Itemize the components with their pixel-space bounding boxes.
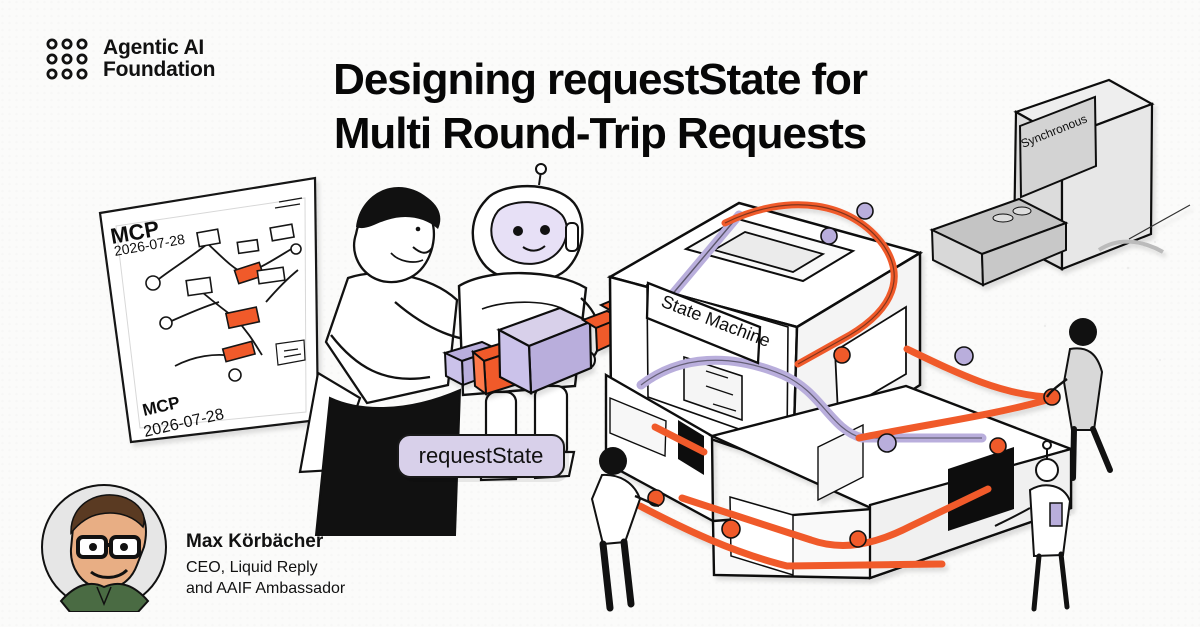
speaker-role-line-2: and AAIF Ambassador — [186, 580, 346, 597]
synchronous-machine: Synchronous — [929, 78, 1191, 287]
brand-name: Agentic AI Foundation — [103, 36, 216, 81]
request-state-pill: requestState — [397, 434, 565, 478]
headline-line-2: Multi Round-Trip Requests — [333, 109, 867, 159]
brand-name-line-1: Agentic AI — [103, 36, 205, 59]
headline: Designing requestState for Multi Round-T… — [250, 53, 950, 161]
speaker-avatar — [41, 484, 167, 612]
engineer-figure — [298, 187, 505, 536]
small-robot-figure — [994, 440, 1072, 612]
brand-name-line-2: Foundation — [103, 58, 216, 81]
right-human-figure — [1045, 318, 1113, 481]
map-nodes — [145, 223, 302, 382]
speaker-role-line-1: CEO, Liquid Reply — [186, 559, 318, 576]
six-dot-logo-icon — [46, 38, 88, 80]
speaker-name: Max Körbächer — [186, 531, 324, 552]
headline-line-1: Designing requestState for — [333, 55, 868, 105]
map-notes — [274, 197, 306, 366]
speaker-info: Max Körbächer CEO, Liquid Reply and AAIF… — [186, 531, 345, 599]
left-human-figure — [590, 447, 660, 612]
brand-logo: Agentic AI Foundation — [45, 36, 216, 81]
process-map-sheet: MCP 2026-07-28 MCP 2026-07-28 — [98, 176, 320, 444]
